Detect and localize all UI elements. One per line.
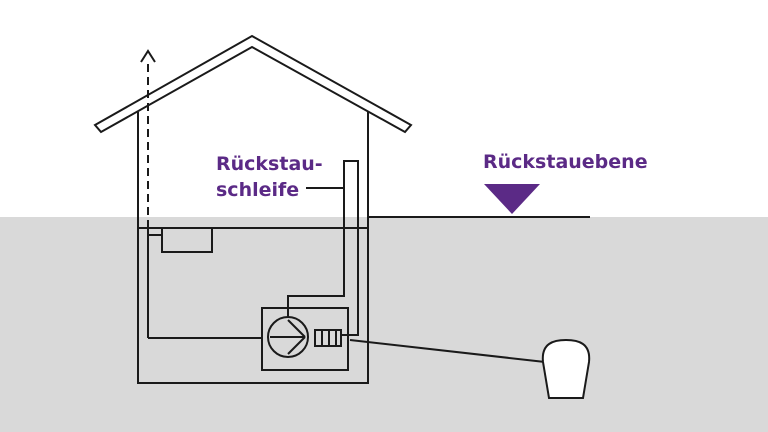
pump-vane-3 <box>287 336 306 355</box>
ground <box>0 217 768 432</box>
backflow-level-label: Rückstauebene <box>483 151 648 173</box>
house-roof <box>93 34 413 134</box>
public-sewer <box>541 338 591 399</box>
backflow-loop-label-line1: Rückstau- <box>216 153 323 175</box>
backflow-loop-label-line2: schleife <box>216 179 300 201</box>
backflow-loop-pipe <box>287 160 359 336</box>
collector-box <box>161 227 213 253</box>
backflow-loop-label: Rückstau- schleife <box>216 151 323 203</box>
vent-arrow-icon <box>140 49 156 63</box>
pump-vane-2 <box>287 319 306 338</box>
backflow-level-marker-icon <box>484 184 540 214</box>
house-walls <box>137 112 369 384</box>
sewer-pipe <box>349 339 546 363</box>
